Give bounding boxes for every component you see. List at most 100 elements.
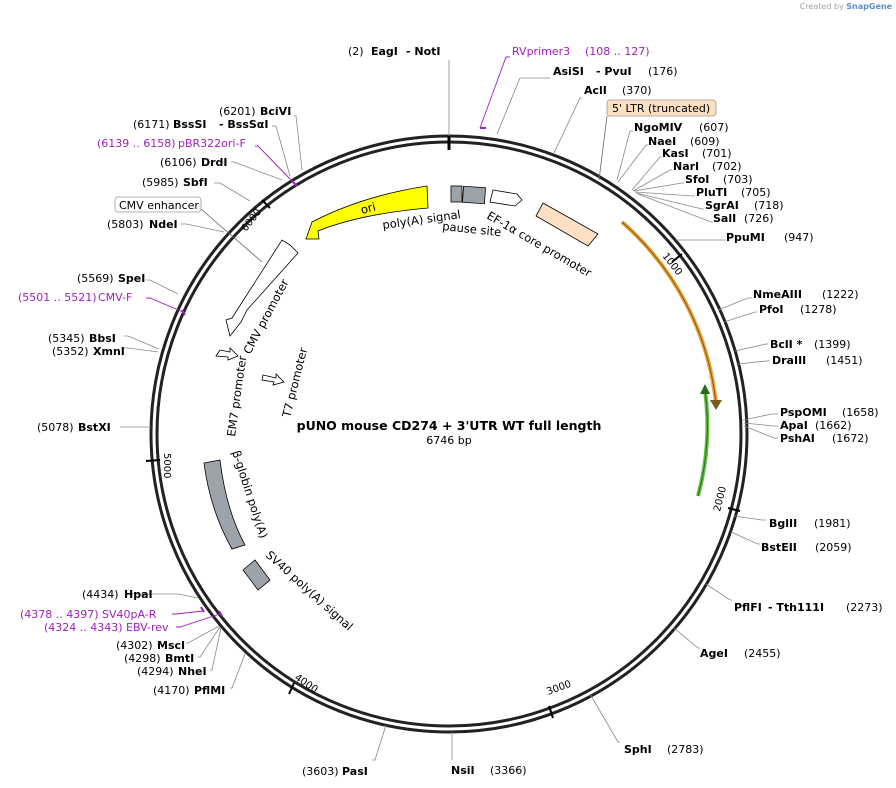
site-bsteii[interactable]: BstEII (2059)	[730, 531, 852, 554]
primer-rvprimer3[interactable]: RVprimer3 (108 .. 127)	[479, 45, 650, 129]
svg-text:(947): (947)	[784, 231, 814, 244]
feature-sv40-block[interactable]	[242, 559, 271, 591]
orf-arc	[696, 389, 710, 497]
primer-pbr322ori-f[interactable]: (6139 .. 6158) pBR322ori-F	[97, 137, 298, 187]
svg-text:NdeI: NdeI	[149, 218, 178, 231]
site-nhei[interactable]: (4294) NheI	[137, 627, 222, 678]
site-pfoi[interactable]: PfoI (1278)	[723, 303, 837, 323]
site-msci[interactable]: (4302) MscI	[116, 625, 220, 652]
svg-text:(607): (607)	[699, 121, 729, 134]
svg-text:- Tth111I: - Tth111I	[768, 601, 824, 614]
site-bmti[interactable]: (4298) BmtI	[124, 626, 221, 665]
feature-pause-block[interactable]	[462, 185, 486, 205]
site-nmeaiii[interactable]: NmeAIII (1222)	[717, 288, 859, 311]
svg-text:BglII: BglII	[769, 517, 797, 530]
svg-text:(705): (705)	[741, 186, 771, 199]
svg-text:NmeAIII: NmeAIII	[753, 288, 802, 301]
svg-text:SfoI: SfoI	[685, 173, 709, 186]
svg-text:AgeI: AgeI	[700, 647, 728, 660]
feature-cmv-enhancer-box[interactable]: CMV enhancer	[114, 196, 263, 263]
site-bcli[interactable]: BclI * (1399)	[734, 338, 851, 352]
svg-text:XmnI: XmnI	[93, 345, 125, 358]
site-nari[interactable]: NarI (702)	[632, 160, 742, 192]
site-xmni[interactable]: (5345) BbsI	[48, 332, 160, 350]
svg-text:DrdI: DrdI	[201, 156, 228, 169]
site-ndei[interactable]: (5803) NdeI	[107, 218, 225, 233]
site-bglii[interactable]: BglII (1981)	[733, 515, 851, 530]
tick-2000: 2000	[712, 485, 729, 512]
site-sgrai[interactable]: SgrAI (718)	[635, 192, 784, 212]
feature-ef1a-block[interactable]	[535, 202, 599, 247]
svg-text:DraIII: DraIII	[772, 354, 806, 367]
site-pluti[interactable]: PluTI (705)	[634, 186, 771, 199]
svg-text:(718): (718)	[754, 199, 784, 212]
primer-pbr322ori-f-range: (6139 .. 6158)	[97, 137, 176, 150]
primer-sv40pa-r-range: (4378 .. 4397)	[20, 608, 99, 621]
svg-text:(3603): (3603)	[302, 765, 339, 778]
primer-ebv-rev-range: (4324 .. 4343)	[44, 621, 123, 634]
site-kasi[interactable]: KasI (701)	[631, 147, 732, 191]
site-nsii[interactable]: NsiI (3366)	[451, 732, 527, 777]
primer-ebv-rev[interactable]: (4324 .. 4343) EBV-rev	[44, 610, 223, 634]
site-drdi[interactable]: (6106) DrdI	[160, 156, 283, 181]
feature-em7-arrow[interactable]	[215, 347, 239, 361]
primer-sv40pa-r[interactable]: (4378 .. 4397) SV40pA-R	[20, 606, 205, 621]
primer-cmv-f-range: (5501 .. 5521)	[18, 291, 97, 304]
svg-text:(726): (726)	[744, 212, 774, 225]
site-sali[interactable]: SalI (726)	[637, 193, 774, 225]
svg-text:(5569): (5569)	[77, 272, 114, 285]
site-pflmi[interactable]: (4170) PflMI	[153, 653, 246, 697]
site-spei[interactable]: (5569) SpeI	[77, 272, 179, 295]
site-acli[interactable]: AclI (370)	[553, 84, 652, 154]
svg-text:BbsI: BbsI	[89, 332, 116, 345]
site-asisi-pvui[interactable]: AsiSI - PvuI (176)	[496, 65, 678, 135]
site-bstxi[interactable]: (5078) BstXI	[37, 421, 151, 434]
site-bcivi[interactable]: (6201) BciVI	[219, 105, 303, 171]
site-sfoi[interactable]: SfoI (703)	[633, 173, 753, 192]
feature-ori[interactable]: ori	[305, 185, 429, 240]
svg-text:(1278): (1278)	[800, 303, 837, 316]
site-draiii[interactable]: DraIII (1451)	[737, 354, 863, 367]
primer-cmv-f[interactable]: (5501 .. 5521) CMV-F	[18, 291, 186, 316]
svg-text:BclI *: BclI *	[770, 338, 803, 351]
site-pspomi[interactable]: PspOMI (1658)	[742, 406, 879, 421]
site-hpai[interactable]: (4434) HpaI	[82, 588, 199, 601]
tick-6000: 6000	[240, 207, 264, 234]
feature-pause-label: pause site	[442, 219, 502, 239]
site-eagi-noti[interactable]: (2) EagI - NotI	[348, 45, 450, 136]
feature-ef1a-label: EF-1α core promoter	[485, 208, 595, 280]
svg-text:BstXI: BstXI	[78, 421, 111, 434]
feature-small-arrow[interactable]	[489, 189, 523, 207]
feature-bglobin-block[interactable]	[203, 459, 246, 550]
feature-5ltr-box[interactable]: 5' LTR (truncated)	[598, 99, 717, 181]
feature-em7-label: EM7 promoter	[224, 354, 249, 437]
svg-text:- NotI: - NotI	[406, 45, 441, 58]
site-sbfi[interactable]: (5985) SbfI	[142, 176, 251, 202]
tick-4000: 4000	[292, 672, 319, 695]
svg-text:EagI: EagI	[371, 45, 398, 58]
svg-text:(701): (701)	[702, 147, 732, 160]
site-ppumi[interactable]: PpuMI (947)	[676, 231, 814, 244]
site-ngomiv[interactable]: NgoMIV (607)	[616, 121, 729, 181]
svg-text:(1658): (1658)	[842, 406, 879, 419]
feature-cmv-arrow[interactable]	[225, 239, 299, 337]
site-apai[interactable]: ApaI (1662)	[743, 419, 852, 432]
site-bsssi[interactable]: (6171) BssSI - BssSαI	[133, 118, 291, 177]
site-sphi[interactable]: SphI (2783)	[589, 693, 704, 756]
feature-t7-arrow[interactable]	[261, 373, 285, 386]
svg-text:(1672): (1672)	[832, 432, 869, 445]
site-pshai[interactable]: PshAI (1672)	[743, 425, 869, 445]
site-pflfi-tth111i[interactable]: PflFI - Tth111I (2273)	[705, 583, 883, 614]
site-naei[interactable]: NaeI (609)	[617, 135, 720, 183]
site-pasi[interactable]: (3603) PasI	[302, 724, 387, 778]
svg-text:HpaI: HpaI	[124, 588, 153, 601]
site-agei[interactable]: AgeI (2455)	[673, 627, 781, 660]
site-bbsi[interactable]: (5352) XmnI	[52, 345, 159, 358]
svg-text:AclI: AclI	[584, 84, 607, 97]
feature-t7-label: T7 promoter	[279, 346, 310, 420]
svg-text:PspOMI: PspOMI	[780, 406, 827, 419]
primer-sv40pa-r-name: SV40pA-R	[102, 608, 157, 621]
svg-text:(703): (703)	[723, 173, 753, 186]
feature-polyA-block[interactable]	[450, 185, 463, 203]
svg-text:(5985): (5985)	[142, 176, 179, 189]
